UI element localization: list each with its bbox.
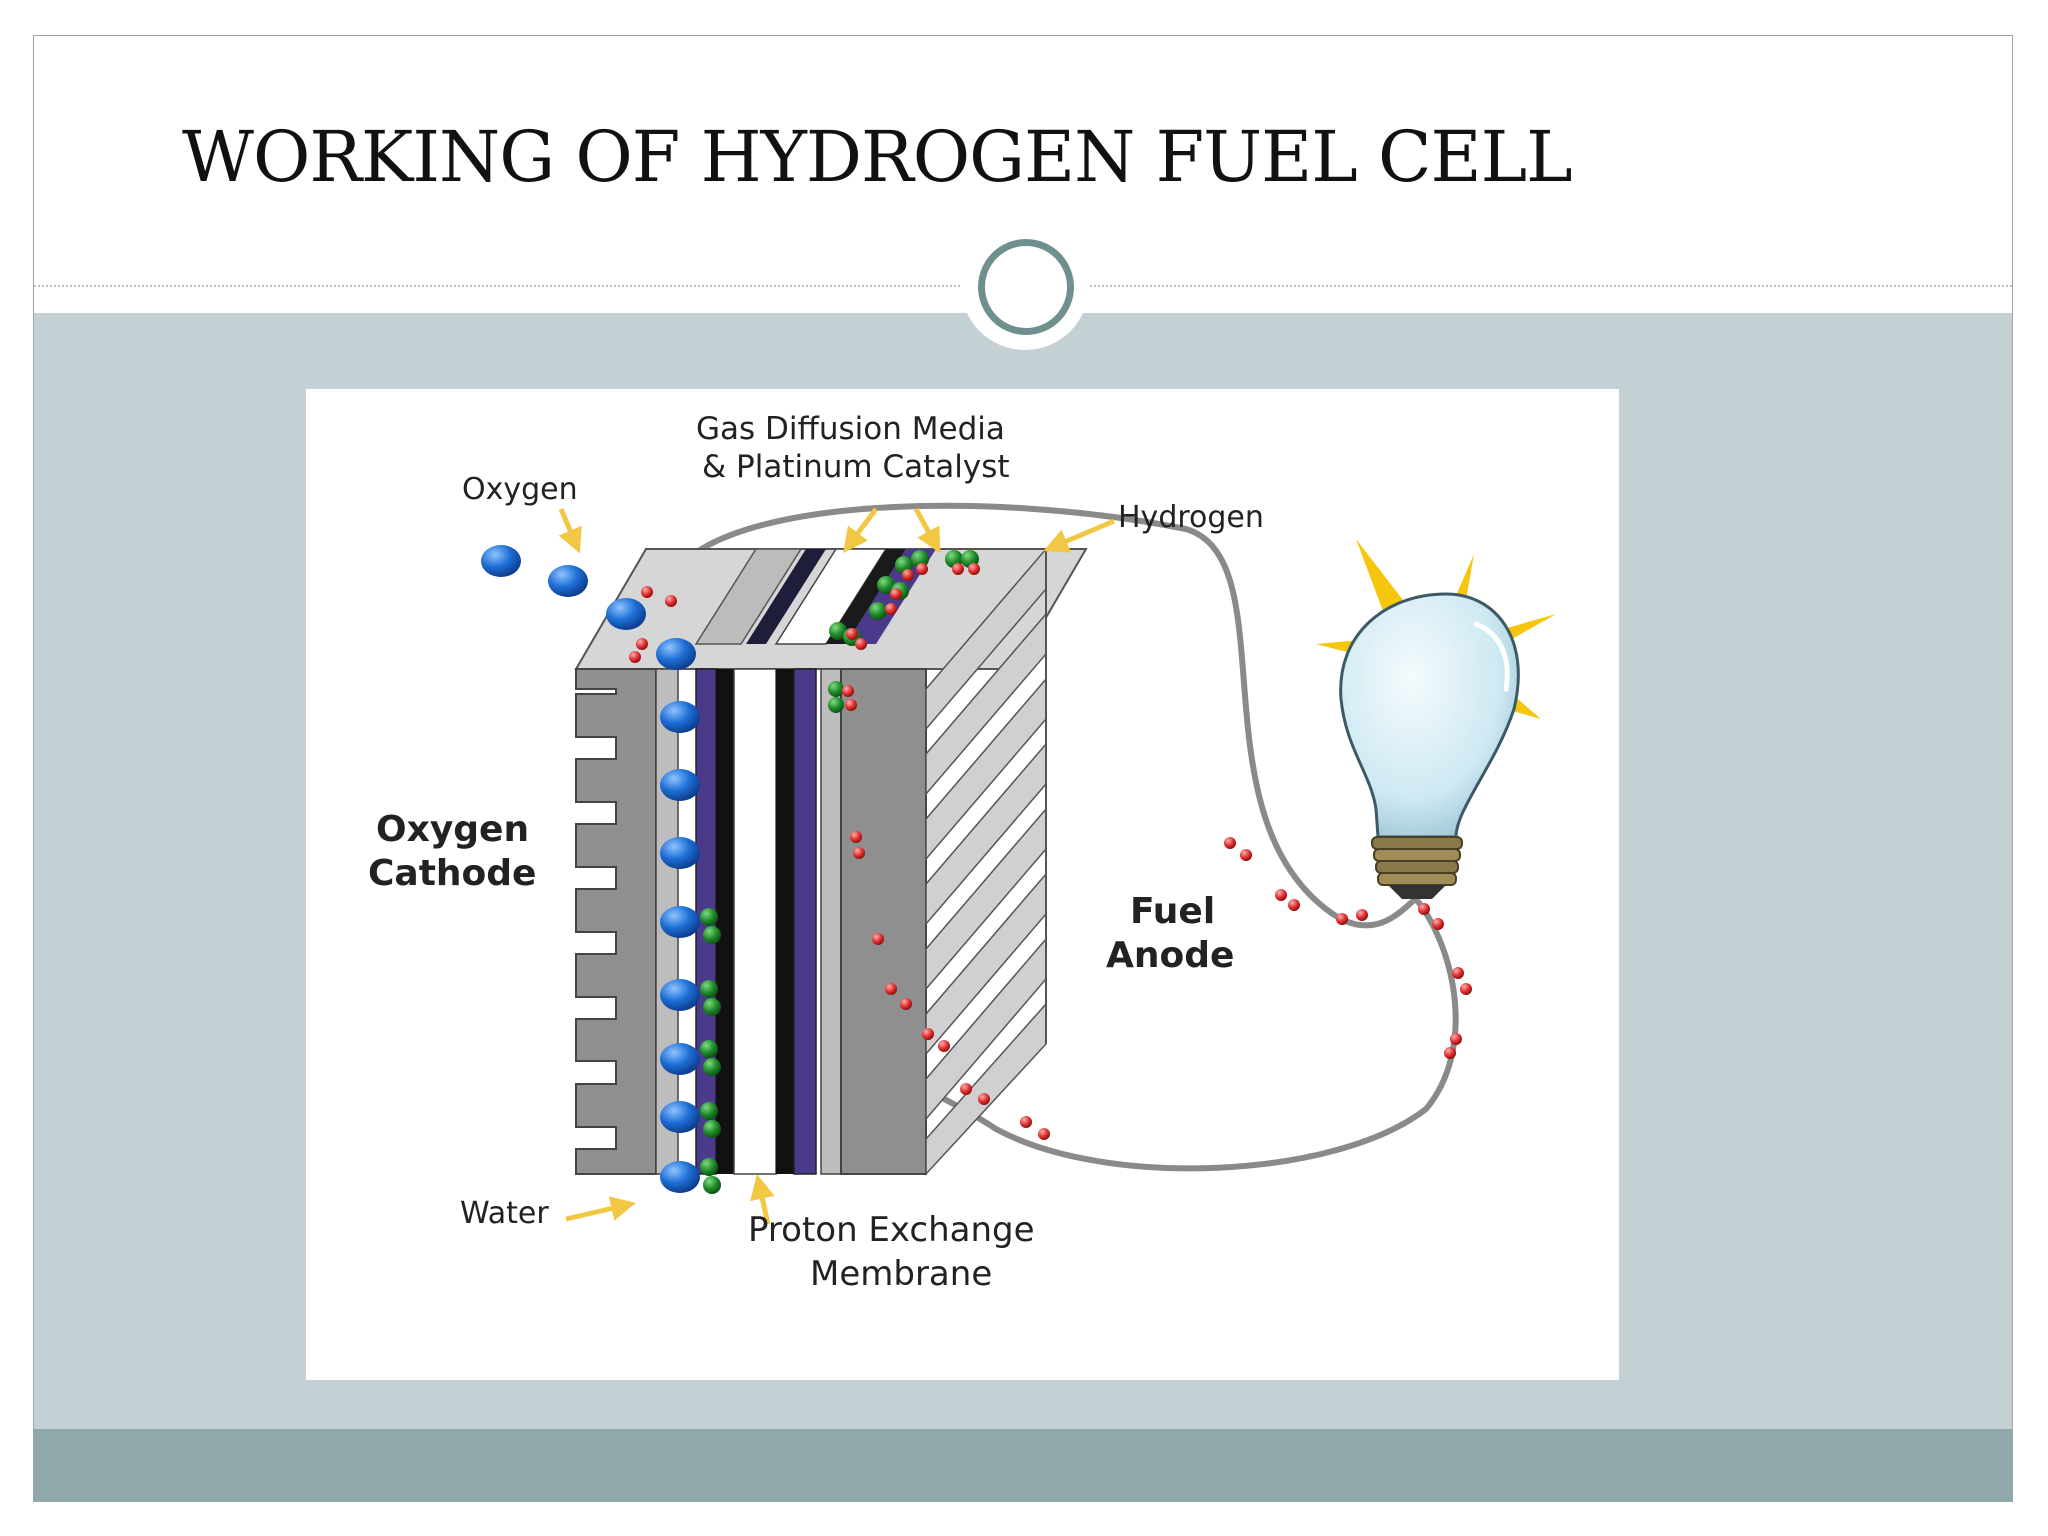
label-hydrogen: Hydrogen	[1118, 500, 1264, 535]
anode-fins	[925, 546, 1047, 1176]
electron-particles	[629, 563, 1472, 1140]
proton-exchange-membrane	[733, 668, 777, 1175]
slide: WORKING OF HYDROGEN FUEL CELL	[33, 35, 2013, 1502]
label-cathode-1: Oxygen	[376, 809, 529, 850]
label-anode-1: Fuel	[1130, 891, 1215, 932]
label-membrane-2: Membrane	[810, 1254, 992, 1294]
label-gas-diffusion-1: Gas Diffusion Media	[696, 411, 1005, 447]
label-oxygen: Oxygen	[462, 472, 578, 507]
ring-icon	[961, 222, 1089, 350]
water-hydrogen-particles	[700, 908, 721, 1194]
fuel-cell-diagram-image: Oxygen Gas Diffusion Media & Platinum Ca…	[306, 389, 1619, 1380]
label-membrane-1: Proton Exchange	[748, 1210, 1035, 1250]
anode-plate	[840, 668, 927, 1175]
slide-title: WORKING OF HYDROGEN FUEL CELL	[182, 116, 1573, 198]
label-water: Water	[460, 1196, 549, 1231]
fuel-cell-diagram: Oxygen Gas Diffusion Media & Platinum Ca…	[368, 411, 1556, 1294]
light-bulb-icon	[1316, 539, 1556, 899]
label-arrows	[558, 507, 1115, 1225]
label-gas-diffusion-2: & Platinum Catalyst	[702, 449, 1010, 485]
label-anode-2: Anode	[1106, 935, 1234, 976]
circuit-wire	[673, 502, 1459, 1172]
label-cathode-2: Cathode	[368, 853, 536, 894]
cathode-plate	[575, 668, 657, 1175]
footer-band	[34, 1429, 2012, 1501]
anode-catalyst-layer	[793, 668, 817, 1175]
oxygen-particles	[481, 545, 700, 1193]
